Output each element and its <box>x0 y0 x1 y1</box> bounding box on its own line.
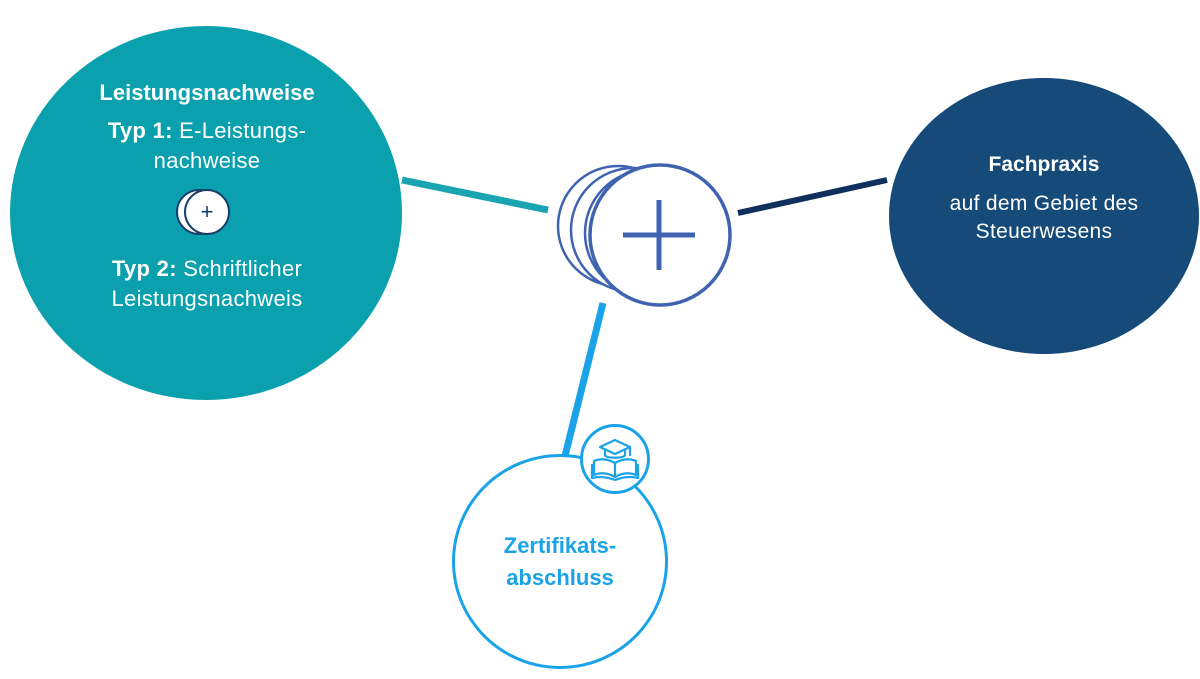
zertifikat-circle <box>452 454 668 669</box>
graduation-book-icon <box>590 438 640 481</box>
fachpraxis-line2: Steuerwesens <box>975 220 1113 243</box>
type1-text: E-Leistungs- <box>179 118 307 143</box>
type1-line1: Typ 1: E-Leistungs- <box>108 116 307 146</box>
leistungsnachweise-content: Leistungsnachweise Typ 1: E-Leistungs- n… <box>30 78 384 314</box>
center-plus-stack <box>556 163 732 307</box>
fachpraxis-circle <box>889 78 1199 354</box>
type2-line1: Typ 2: Schriftlicher <box>112 254 302 284</box>
connector-zertifikat <box>561 302 607 457</box>
leistungsnachweise-title: Leistungsnachweise <box>99 80 315 105</box>
type2-text: Schriftlicher <box>183 256 303 281</box>
connector-fachpraxis <box>737 177 888 216</box>
zertifikat-line2: abschluss <box>506 565 614 590</box>
type2-label: Typ 2: <box>111 256 177 281</box>
fachpraxis-title: Fachpraxis <box>988 153 1100 176</box>
zertifikat-content: Zertifikats- abschluss <box>452 530 668 594</box>
mini-plus-icon: + <box>184 189 230 235</box>
zertifikat-line1: Zertifikats- <box>503 533 617 558</box>
type1-line2: nachweise <box>153 148 261 173</box>
fachpraxis-line1: auf dem Gebiet des <box>949 192 1139 215</box>
plus-icon <box>623 200 695 270</box>
type2-line2: Leistungsnachweis <box>111 286 303 311</box>
type1-label: Typ 1: <box>107 118 173 143</box>
zertifikat-badge <box>580 424 650 494</box>
fachpraxis-content: Fachpraxis auf dem Gebiet des Steuerwese… <box>889 150 1199 246</box>
mini-plus-stack: + <box>172 186 242 238</box>
connector-leistungsnachweise <box>401 176 549 214</box>
